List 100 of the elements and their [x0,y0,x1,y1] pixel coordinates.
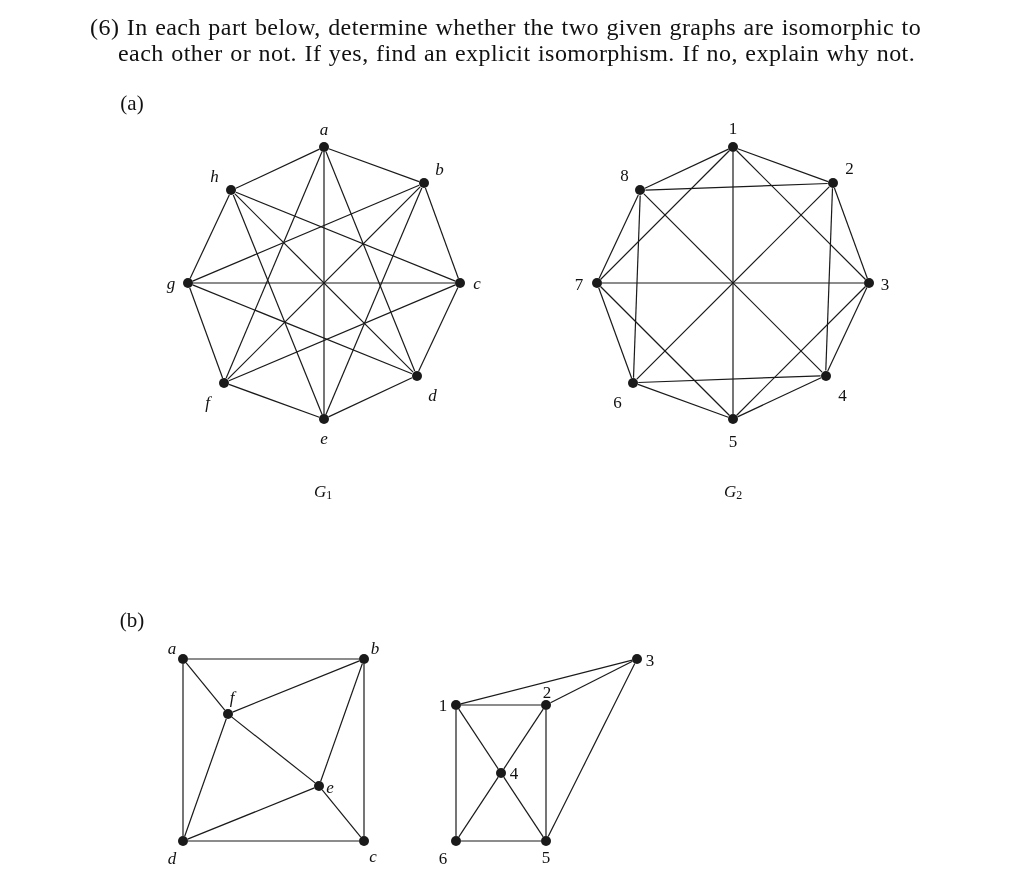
edge-line [187,787,315,840]
part-label: (b) [119,609,145,631]
edge-line [187,658,360,660]
edge-line [547,662,636,838]
edge-line [228,383,320,418]
vertex-dot [319,414,329,424]
vertex-dot [359,836,369,846]
edge-line [184,718,227,837]
edge-line [458,776,499,838]
graph-label: G$_{2}$ [723,482,743,500]
vertex-label: 6 [613,393,622,410]
edge-line [599,285,731,417]
vertex-label: a [167,639,177,657]
vertex-label: c [473,274,481,292]
vertex-label: 4 [838,386,847,403]
edge-line [325,187,423,415]
edge-line [825,187,834,372]
vertex-label: e [326,778,334,796]
vertex-dot [314,781,324,791]
vertex-label: 5 [728,432,738,450]
edge-line [644,182,829,191]
vertex-label: 1 [728,119,738,137]
edge-line [460,659,633,705]
edge-line [363,663,365,837]
edge-line [737,148,829,183]
vertex-dot [827,178,838,189]
edge-line [327,377,413,418]
edge-line [418,286,459,372]
vertex-label: h [210,167,219,184]
edge-line [827,286,868,372]
vertex-dot [541,700,551,710]
vertex-label: a [319,120,329,138]
edge-line [460,704,542,706]
vertex-dot [592,278,602,288]
edge-line [189,287,224,379]
edge-line [235,191,456,282]
edge-line [232,194,323,415]
vertex-label: f [205,393,210,410]
edge-line [632,194,641,379]
vertex-dot [820,370,831,381]
vertex-dot [728,142,738,152]
question-text: (6) In each part below, determine whether the two given graphs are isomorphic to each other or not. If yes, find an explicit isomorphism. If no, explain why not. [90,14,923,66]
edge-line [735,285,867,417]
vertex-label: d [167,849,177,867]
vertex-dot [541,836,551,846]
edge-line [424,187,459,279]
edge-line [732,151,734,415]
vertex-dot [319,142,329,152]
vertex-dot [219,377,230,388]
edge-line [601,282,865,284]
edge-line [182,663,184,837]
vertex-dot [359,654,369,664]
vertex-label: e [320,429,328,447]
edge-line [455,709,457,837]
vertex-label: f [229,688,235,706]
vertex-dot [411,370,422,381]
vertex-dot [455,278,465,288]
vertex-label: 8 [620,166,629,183]
vertex-dot [451,700,461,710]
edge-line [192,282,456,284]
vertex-label: 3 [645,651,655,669]
vertex-dot [418,178,429,189]
vertex-label: 5 [541,848,551,866]
vertex-dot [635,185,646,196]
vertex-dot [632,654,642,664]
part-label: (a) [120,92,144,114]
edge-line [833,187,868,279]
vertex-dot [496,768,506,778]
edge-line [503,776,544,838]
edge-line [735,149,867,281]
vertex-label: 3 [880,275,890,293]
vertex-dot [178,836,188,846]
edge-line [328,148,420,183]
vertex-label: 4 [509,764,519,782]
edge-line [189,194,230,280]
edge-line [599,149,731,281]
vertex-dot [223,709,233,719]
vertex-label: d [428,386,437,403]
edge-line [736,377,822,418]
edge-line [225,151,323,379]
edge-line [187,840,360,842]
vertex-dot [183,278,193,288]
edge-line [192,184,420,282]
edge-line [232,660,360,713]
vertex-label: g [166,274,176,292]
vertex-label: 2 [845,159,854,176]
edge-line [549,660,634,704]
vertex-label: 2 [542,683,552,701]
edge-line [545,709,547,837]
edge-line [231,716,316,784]
graph-label: G$_{1}$ [313,482,333,500]
edge-line [320,663,363,782]
edge-line [321,789,362,838]
vertex-label: 6 [438,849,448,867]
vertex-label: b [370,639,380,657]
vertex-dot [178,654,188,664]
edge-line [637,375,822,384]
vertex-label: c [369,847,377,865]
edge-line [503,708,544,770]
vertex-label: b [435,160,444,177]
